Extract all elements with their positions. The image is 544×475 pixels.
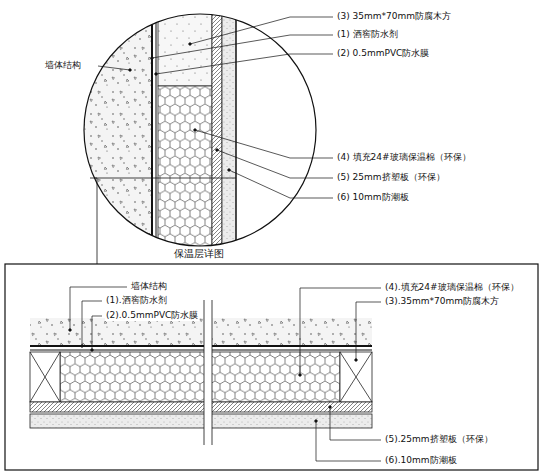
detail-title: 保温层详图	[172, 248, 226, 260]
part-label: (6).10mm防潮板	[384, 455, 458, 466]
part-label: (3).35mm*70mm防腐木方	[384, 296, 500, 307]
part-label: (2) 0.5mmPVC防水膜	[336, 48, 430, 59]
part-label: (3) 35mm*70mm防腐木方	[336, 11, 452, 22]
part-label: 墙体结构	[44, 60, 82, 71]
part-label: (6) 10mm防潮板	[336, 192, 410, 203]
part-label: 墙体结构	[130, 281, 168, 292]
part-label: (5).25mm挤塑板（环保）	[384, 434, 494, 445]
part-label: (1) 酒窖防水剂	[336, 29, 399, 40]
part-label: (5) 25mm挤塑板（环保）	[336, 172, 446, 183]
part-label: (4) 填充24#玻璃保温棉（环保）	[336, 152, 472, 163]
part-label: (4).填充24#玻璃保温棉（环保）	[384, 282, 520, 293]
part-label: (1).酒窖防水剂	[105, 295, 168, 306]
part-label: (2).0.5mmPVC防水膜	[105, 310, 199, 321]
